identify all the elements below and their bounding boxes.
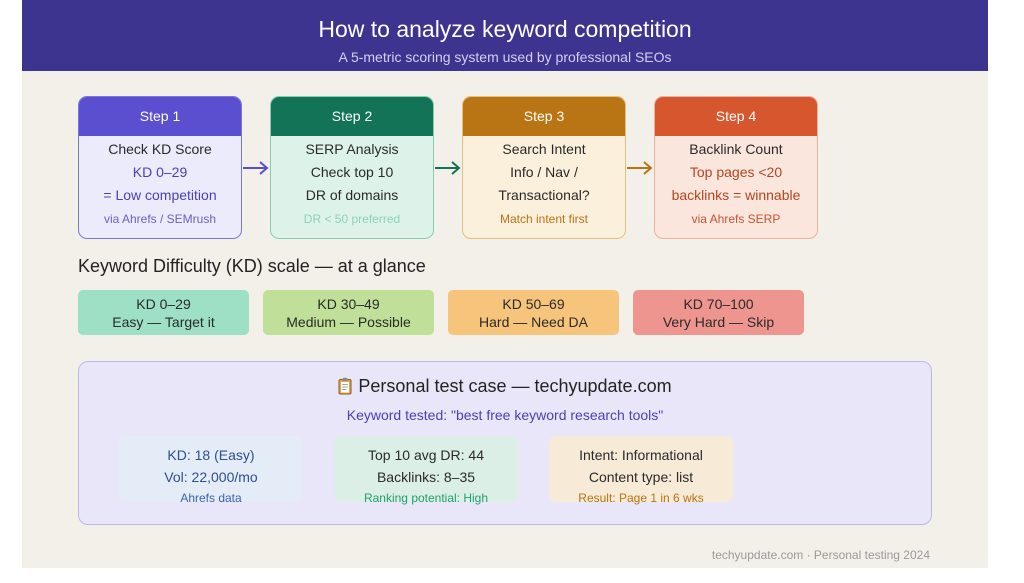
clipboard-icon xyxy=(338,377,352,395)
metric-line: Top 10 avg DR: 44 xyxy=(368,447,484,463)
metric-line: Content type: list xyxy=(588,469,694,485)
step-note: via Ahrefs / SEMrush xyxy=(103,212,217,226)
kd-desc: Very Hard — Skip xyxy=(662,314,775,330)
metric-line: KD: 18 (Easy) xyxy=(167,447,255,463)
test-case-keyword: Keyword tested: "best free keyword resea… xyxy=(346,407,664,423)
step-heading: Check KD Score xyxy=(108,141,212,157)
step-heading: Search Intent xyxy=(502,141,586,157)
kd-scale-title: Keyword Difficulty (KD) scale — at a gla… xyxy=(78,256,426,276)
test-case-title-row: Personal test case — techyupdate.com xyxy=(79,376,931,397)
test-case-panel: Personal test case — techyupdate.com Key… xyxy=(78,361,932,525)
arrow-right-icon xyxy=(435,161,461,175)
metric-line: Backlinks: 8–35 xyxy=(376,469,476,485)
page-subtitle: A 5-metric scoring system used by profes… xyxy=(338,49,672,65)
metric-note: Ranking potential: High xyxy=(363,491,489,505)
step-line: Check top 10 xyxy=(310,164,394,180)
kd-desc: Hard — Need DA xyxy=(479,314,588,330)
step-card-2: Step 2 SERP Analysis Check top 10 DR of … xyxy=(270,96,434,239)
kd-range: KD 50–69 xyxy=(502,296,565,312)
metric-note: Result: Page 1 in 6 wks xyxy=(578,491,704,505)
header-banner: How to analyze keyword competition A 5-m… xyxy=(22,0,988,71)
step-line: Top pages <20 xyxy=(689,164,783,180)
step-heading: SERP Analysis xyxy=(305,141,399,157)
step-heading: Backlink Count xyxy=(689,141,783,157)
kd-desc: Medium — Possible xyxy=(286,314,411,330)
step-label: Step 1 xyxy=(79,97,241,136)
test-metric-card-intent: Intent: Informational Content type: list… xyxy=(549,436,733,505)
metric-line: Intent: Informational xyxy=(579,447,703,463)
infographic-canvas: How to analyze keyword competition A 5-m… xyxy=(22,0,988,568)
metric-line: Vol: 22,000/mo xyxy=(164,469,258,485)
test-metric-card-dr: Top 10 avg DR: 44 Backlinks: 8–35 Rankin… xyxy=(334,436,518,505)
kd-range: KD 0–29 xyxy=(136,296,191,312)
arrow-right-icon xyxy=(627,161,653,175)
step-line: = Low competition xyxy=(103,187,217,203)
step-card-4: Step 4 Backlink Count Top pages <20 back… xyxy=(654,96,818,239)
step-line: backlinks = winnable xyxy=(671,187,801,203)
step-card-1: Step 1 Check KD Score KD 0–29 = Low comp… xyxy=(78,96,242,239)
kd-range: KD 30–49 xyxy=(317,296,380,312)
page-title: How to analyze keyword competition xyxy=(318,16,692,42)
step-note: Match intent first xyxy=(499,212,589,226)
test-metric-card-kd: KD: 18 (Easy) Vol: 22,000/mo Ahrefs data xyxy=(119,436,303,505)
arrow-right-icon xyxy=(243,161,269,175)
kd-desc: Easy — Target it xyxy=(112,314,215,330)
kd-band-hard: KD 50–69 Hard — Need DA xyxy=(448,290,619,335)
step-line: Info / Nav / xyxy=(510,164,578,180)
kd-band-easy: KD 0–29 Easy — Target it xyxy=(78,290,249,335)
step-card-3: Step 3 Search Intent Info / Nav / Transa… xyxy=(462,96,626,239)
step-note: via Ahrefs SERP xyxy=(691,212,781,226)
metric-note: Ahrefs data xyxy=(180,491,242,505)
step-line: DR of domains xyxy=(305,187,399,203)
step-label: Step 3 xyxy=(463,97,625,136)
step-note: DR < 50 preferred xyxy=(303,212,401,226)
test-case-title: Personal test case — techyupdate.com xyxy=(358,376,672,396)
kd-band-medium: KD 30–49 Medium — Possible xyxy=(263,290,434,335)
step-line: Transactional? xyxy=(498,187,590,203)
step-label: Step 2 xyxy=(271,97,433,136)
kd-band-very-hard: KD 70–100 Very Hard — Skip xyxy=(633,290,804,335)
kd-range: KD 70–100 xyxy=(683,296,754,312)
step-line: KD 0–29 xyxy=(132,164,188,180)
footer-credit: techyupdate.com · Personal testing 2024 xyxy=(711,548,930,562)
step-label: Step 4 xyxy=(655,97,817,136)
